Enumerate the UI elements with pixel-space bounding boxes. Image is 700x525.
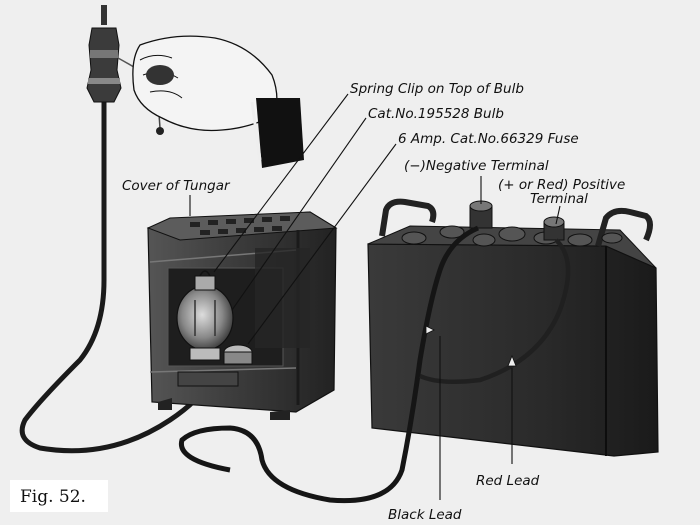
- fuse-icon: [223, 344, 253, 365]
- pendant-cord: [19, 100, 213, 454]
- red-lead-cable: [419, 238, 571, 385]
- figure-number: Fig. 52.: [20, 487, 86, 507]
- hand-icon: [132, 35, 304, 168]
- label-fuse: 6 Amp. Cat.No.66329 Fuse: [398, 131, 579, 147]
- label-positive-terminal-2: Terminal: [530, 191, 588, 207]
- bulb-icon: [176, 270, 234, 361]
- label-cover: Cover of Tungar: [122, 178, 231, 194]
- label-negative-terminal: (−)Negative Terminal: [404, 158, 549, 174]
- label-red-lead: Red Lead: [476, 473, 540, 489]
- leader-lines: [189, 93, 561, 500]
- figure-label-box: [10, 480, 108, 512]
- tungar-rectifier-icon: [146, 211, 338, 420]
- label-positive-terminal: (+ or Red) Positive: [498, 177, 625, 193]
- label-spring-clip: Spring Clip on Top of Bulb: [350, 81, 524, 97]
- label-black-lead: Black Lead: [388, 507, 462, 523]
- black-lead-cable: [178, 225, 480, 504]
- label-bulb: Cat.No.195528 Bulb: [368, 106, 504, 122]
